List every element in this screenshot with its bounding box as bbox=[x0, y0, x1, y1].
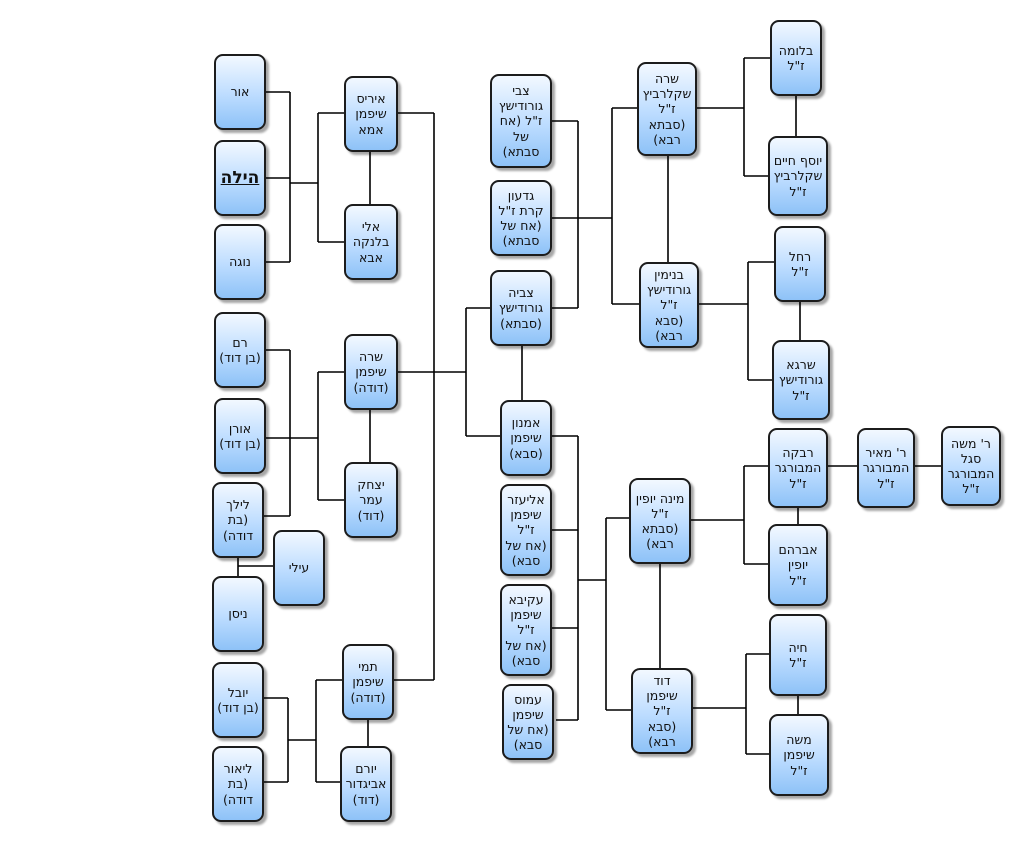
node-label: חיה ז"ל bbox=[788, 639, 808, 670]
node-label: צבי גורודישץ ז"ל (אח של סבתא) bbox=[498, 82, 544, 159]
node-label: בנימין גורודישץ ז"ל (סבא רבא) bbox=[646, 266, 692, 343]
node-label: עקיבא שיפמן ז"ל (אח של סבא) bbox=[505, 591, 547, 668]
node-meir: ר' מאיר המבורגר ז"ל bbox=[857, 428, 915, 508]
node-label: נוגה bbox=[229, 254, 251, 270]
node-label: שרה שקלרביץ ז"ל (סבתא רבא) bbox=[642, 70, 692, 147]
node-amos: עמוס שיפמן (אח של סבא) bbox=[502, 684, 554, 760]
node-label: משה שיפמן ז"ל bbox=[783, 732, 815, 778]
node-lior: ליאור (בת דודה) bbox=[212, 746, 264, 822]
node-label: הילה bbox=[220, 167, 260, 188]
node-label: אברהם יופין ז"ל bbox=[778, 542, 818, 588]
node-label: שרה שיפמן (דודה) bbox=[353, 349, 389, 395]
node-label: עילי bbox=[288, 560, 310, 576]
node-tzvi: צבי גורודישץ ז"ל (אח של סבתא) bbox=[490, 74, 552, 168]
node-label: יורם אביגדור (דוד) bbox=[345, 761, 387, 807]
node-or: אור bbox=[214, 54, 266, 130]
node-label: רחל ז"ל bbox=[788, 248, 812, 279]
node-label: ר' מאיר המבורגר ז"ל bbox=[862, 445, 910, 491]
node-tzvia: צביה גורודישץ (סבתא) bbox=[490, 270, 552, 346]
node-label: יובל (בן דוד) bbox=[217, 684, 259, 715]
node-moshe-segal: ר' משה סגל המבורגר ז"ל bbox=[941, 426, 1001, 506]
node-amnon: אמנון שיפמן (סבא) bbox=[500, 400, 552, 476]
node-label: רם (בן דוד) bbox=[219, 334, 261, 365]
node-iris: איריס שיפמן אמא bbox=[344, 76, 398, 152]
node-yuval: יובל (בן דוד) bbox=[212, 662, 264, 738]
node-rachel: רחל ז"ל bbox=[774, 226, 826, 302]
node-moshe-shifman: משה שיפמן ז"ל bbox=[769, 714, 829, 796]
node-shraga: שרגא גורודישץ ז"ל bbox=[772, 340, 830, 420]
node-label: בלומה ז"ל bbox=[778, 42, 814, 73]
node-nisan: ניסן bbox=[212, 576, 264, 652]
node-label: אלי בלנקה אבא bbox=[352, 219, 390, 265]
node-label: אמנון שיפמן (סבא) bbox=[509, 415, 543, 461]
node-bluma: בלומה ז"ל bbox=[770, 20, 822, 96]
node-chaya: חיה ז"ל bbox=[769, 614, 827, 696]
node-akiva: עקיבא שיפמן ז"ל (אח של סבא) bbox=[500, 584, 552, 676]
node-label: יצחק עמר (דוד) bbox=[357, 477, 385, 523]
node-avraham: אברהם יופין ז"ל bbox=[768, 524, 828, 606]
node-sara-shifman: שרה שיפמן (דודה) bbox=[344, 334, 398, 410]
node-label: אליעזר שיפמן ז"ל (אח של סבא) bbox=[505, 491, 547, 568]
node-label: ניסן bbox=[228, 606, 248, 622]
node-yoram: יורם אביגדור (דוד) bbox=[340, 746, 392, 822]
node-label: עמוס שיפמן (אח של סבא) bbox=[507, 691, 549, 753]
node-noga: נוגה bbox=[214, 224, 266, 300]
node-lilach: לילך (בת דודה) bbox=[212, 482, 264, 558]
node-eli: אלי בלנקה אבא bbox=[344, 204, 398, 280]
node-ili: עילי bbox=[273, 530, 325, 606]
node-rivka: רבקה המבורגר ז"ל bbox=[768, 428, 828, 508]
node-yosef: יוסף חיים שקלרביץ ז"ל bbox=[768, 136, 828, 216]
node-label: לילך (בת דודה) bbox=[222, 497, 254, 543]
node-label: מינה יופין ז"ל (סבתא רבא) bbox=[635, 490, 685, 552]
node-label: ר' משה סגל המבורגר ז"ל bbox=[947, 435, 995, 497]
node-tami: תמי שיפמן (דודה) bbox=[342, 644, 394, 720]
node-sara-sklarevitz: שרה שקלרביץ ז"ל (סבתא רבא) bbox=[637, 62, 697, 156]
node-hila: הילה bbox=[214, 140, 266, 216]
node-binyamin: בנימין גורודישץ ז"ל (סבא רבא) bbox=[639, 262, 699, 348]
node-label: ליאור (בת דודה) bbox=[222, 761, 254, 807]
node-label: איריס שיפמן אמא bbox=[355, 91, 387, 137]
node-gideon: גדעון קרת ז"ל (אח של סבתא) bbox=[490, 180, 552, 256]
node-label: תמי שיפמן (דודה) bbox=[350, 659, 386, 705]
node-label: דוד שיפמן ז"ל (סבא רבא) bbox=[646, 672, 678, 749]
node-david: דוד שיפמן ז"ל (סבא רבא) bbox=[631, 668, 693, 754]
node-label: אורן (בן דוד) bbox=[219, 420, 261, 451]
node-ram: רם (בן דוד) bbox=[214, 312, 266, 388]
node-label: שרגא גורודישץ ז"ל bbox=[778, 357, 824, 403]
node-yitzhak: יצחק עמר (דוד) bbox=[344, 462, 398, 538]
node-label: אור bbox=[230, 84, 250, 100]
node-label: רבקה המבורגר ז"ל bbox=[774, 445, 822, 491]
node-oren: אורן (בן דוד) bbox=[214, 398, 266, 474]
node-label: צביה גורודישץ (סבתא) bbox=[498, 285, 544, 331]
node-label: גדעון קרת ז"ל (אח של סבתא) bbox=[498, 187, 544, 249]
node-eliezer: אליעזר שיפמן ז"ל (אח של סבא) bbox=[500, 484, 552, 576]
node-mina: מינה יופין ז"ל (סבתא רבא) bbox=[629, 478, 691, 564]
node-label: יוסף חיים שקלרביץ ז"ל bbox=[773, 153, 823, 199]
